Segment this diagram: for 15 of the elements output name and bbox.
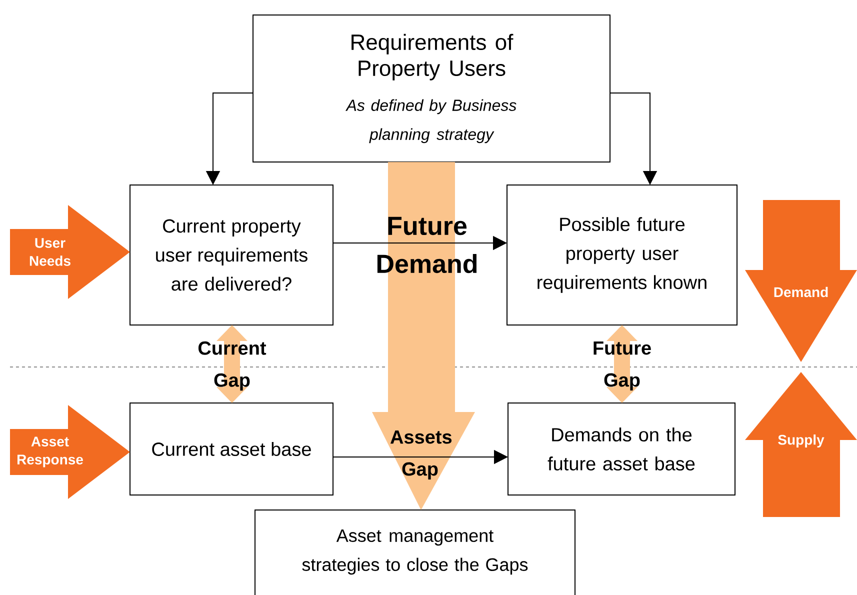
text-box: Requirements of Property Users As defined by Business planning strategy [252, 14, 610, 162]
edge-label: Current Gap [198, 341, 266, 391]
arrow [372, 162, 475, 510]
text-box: Asset management strategies to close the Gaps [254, 510, 576, 595]
text-box: Possible future property user requirements known [506, 184, 738, 326]
direction-sign: Asset Response [10, 405, 130, 499]
edge-label: Future Gap [594, 342, 651, 390]
text-box: Current asset base [130, 402, 334, 496]
edge-label: Assets Gap [390, 430, 452, 480]
text-box: Demands on the future asset base [508, 402, 736, 496]
direction-sign: Supply [745, 372, 857, 517]
text-box: Current property user requirements are delivered? [130, 184, 334, 326]
edge-label: Future Demand [377, 216, 477, 274]
direction-sign: User Needs [10, 205, 130, 299]
direction-sign: Demand [745, 200, 857, 362]
